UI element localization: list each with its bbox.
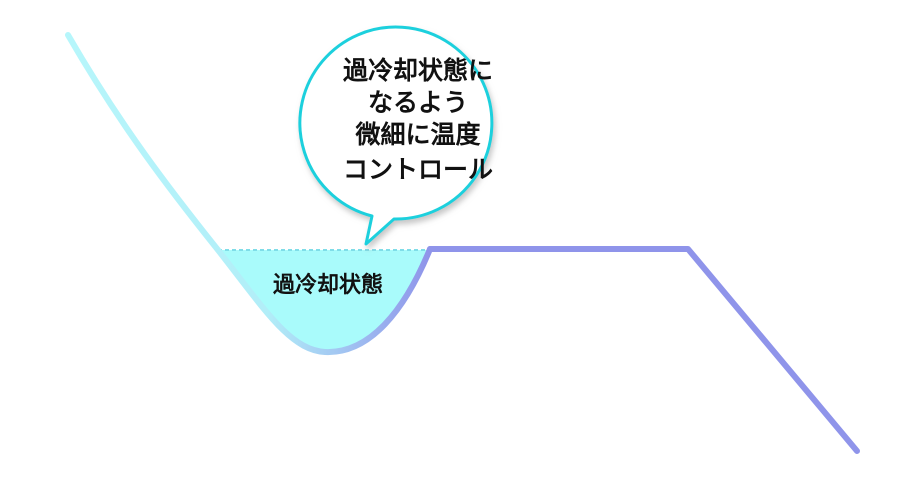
temperature-curve-plateau [427, 246, 860, 454]
bubble-line-1: 過冷却状態に [343, 56, 493, 85]
speech-bubble [298, 25, 494, 246]
bubble-line-3: 微細に温度 [354, 120, 480, 149]
speech-bubble-shape [298, 25, 494, 246]
supercooled-region-fill [218, 250, 430, 353]
supercooled-region-label: 過冷却状態 [273, 272, 383, 298]
temperature-curve-dip [65, 32, 433, 356]
bubble-line-2: なるよう [368, 88, 468, 117]
bubble-line-4: コントロール [343, 155, 493, 184]
